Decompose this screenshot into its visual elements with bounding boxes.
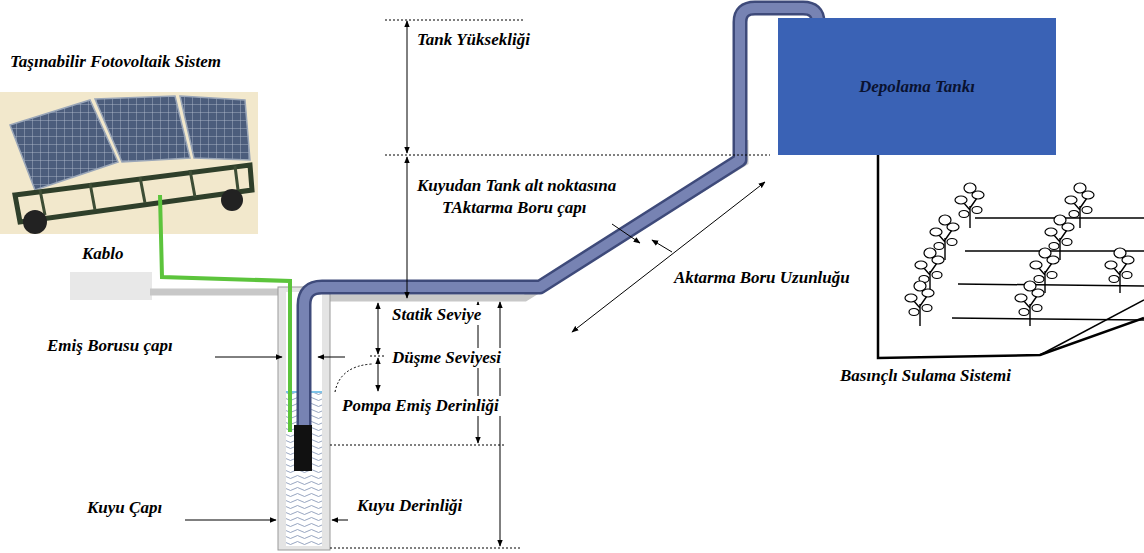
irrigation-lateral xyxy=(952,318,1144,320)
tree xyxy=(1015,281,1044,326)
dimension-guide xyxy=(330,445,505,446)
transfer-pipe-outline xyxy=(304,8,818,430)
irrigation-header xyxy=(1040,300,1144,355)
transfer-pipe xyxy=(304,8,818,430)
tree xyxy=(1065,183,1094,228)
dimension-guide xyxy=(385,155,770,156)
drawdown-arrow xyxy=(378,358,379,391)
dimension-label: Tank Yüksekliği xyxy=(415,30,532,50)
well-diameter-arrow xyxy=(185,520,276,521)
suction-diameter-arrow xyxy=(215,357,282,358)
photo-ground xyxy=(0,92,258,234)
dimension-guide xyxy=(330,548,520,549)
dimension-label: TAktarma Boru çapı xyxy=(440,198,589,218)
dimension-label: Aktarma Boru Uzunluğu xyxy=(672,268,852,288)
irrigation-system xyxy=(878,155,1144,358)
well-to-tank-arrow xyxy=(407,157,408,298)
dimension-label: Kuyudan Tank alt noktasına xyxy=(415,176,618,196)
dimension-label: Kablo xyxy=(80,244,126,264)
dimension-label: Düşme Seviyesi xyxy=(390,348,503,368)
ground-line xyxy=(150,289,278,296)
dimension-label: Emiş Borusu çapı xyxy=(45,336,175,356)
solar-panel xyxy=(95,96,190,162)
tree xyxy=(955,183,984,228)
power-cable xyxy=(160,195,290,432)
ground-block xyxy=(70,272,152,300)
trailer-frame xyxy=(15,165,252,222)
dimension-label: Kuyu Çapı xyxy=(85,498,164,518)
trailer-wheel xyxy=(23,210,47,234)
dimension-label: Kuyu Derinliği xyxy=(355,496,464,516)
tank-height-arrow xyxy=(407,21,408,153)
irrigation-lateral xyxy=(958,284,1144,286)
drawdown-curve xyxy=(335,364,372,392)
dimension-label: Taşınabilir Fotovoltaik Sistem xyxy=(8,52,223,72)
well-depth-arrow xyxy=(500,302,501,546)
tree xyxy=(905,281,934,326)
pipe-diameter-arrow xyxy=(612,224,640,243)
solar-panel xyxy=(180,96,250,160)
dimension-label: Basınçlı Sulama Sistemi xyxy=(838,366,1013,386)
storage-tank: Depolama Tankı xyxy=(778,18,1056,155)
dimension-guide xyxy=(370,356,386,357)
dimension-guide xyxy=(385,20,525,21)
trailer-bar xyxy=(40,166,238,215)
suction-diameter-arrow xyxy=(318,357,345,358)
static-level-arrow xyxy=(378,303,379,354)
pipe-length-arrow xyxy=(572,182,765,332)
tree xyxy=(1105,248,1134,293)
irrigation-main xyxy=(878,155,1144,358)
submersible-pump xyxy=(294,425,312,471)
dimension-label: Pompa Emiş Derinliği xyxy=(340,396,501,416)
dimension-label: Statik Seviye xyxy=(390,305,483,325)
tank-label: Depolama Tankı xyxy=(859,77,975,97)
trailer-wheel xyxy=(221,189,243,211)
pipe-diameter-arrow xyxy=(652,240,672,252)
pv-trailer-picture xyxy=(0,92,258,234)
well-diameter-arrow xyxy=(332,520,348,521)
